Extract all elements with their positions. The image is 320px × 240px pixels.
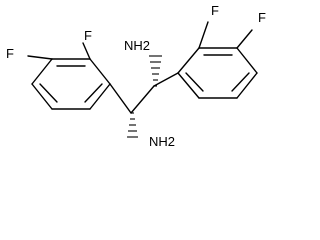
right-ring-fluorines: [198, 21, 253, 49]
fluorine-left-2: F: [84, 28, 92, 43]
chemical-structure-diagram: F F F F NH2 NH2: [6, 3, 266, 149]
fluorine-left-1: F: [6, 46, 14, 61]
amino-group-bottom: NH2: [149, 134, 175, 149]
amino-group-top: NH2: [124, 38, 150, 53]
central-chain: [109, 72, 179, 114]
stereo-hashed-bonds: [127, 55, 162, 138]
fluorine-top-right-2: F: [258, 10, 266, 25]
structure-canvas: F F F F NH2 NH2: [6, 3, 266, 149]
fluorine-top-right-1: F: [211, 3, 219, 18]
left-aromatic-ring: [31, 58, 111, 110]
right-aromatic-ring: [177, 47, 258, 99]
left-ring-fluorines: [27, 42, 91, 60]
